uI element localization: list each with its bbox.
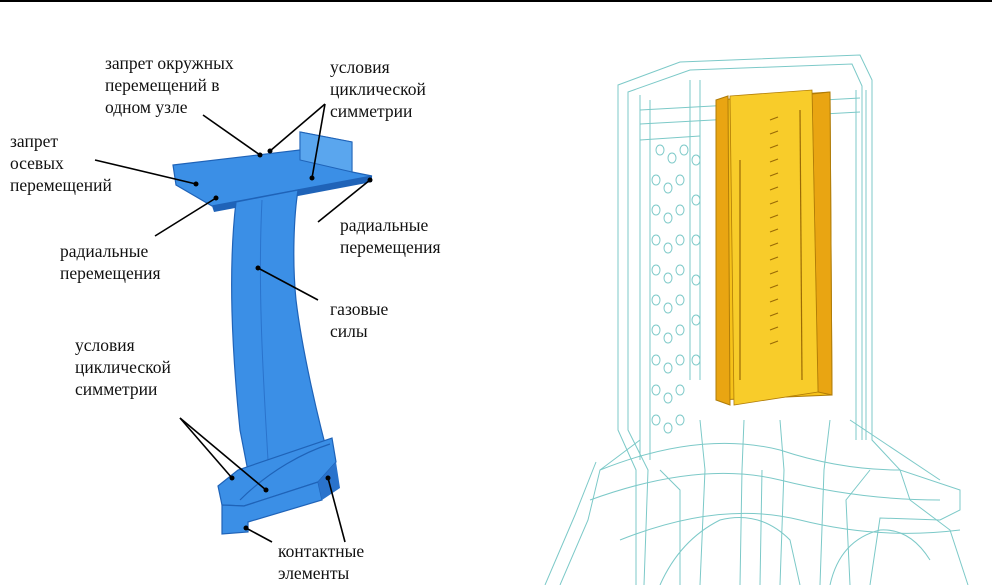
yellow-insert bbox=[716, 90, 832, 405]
cooling-holes bbox=[652, 145, 700, 433]
